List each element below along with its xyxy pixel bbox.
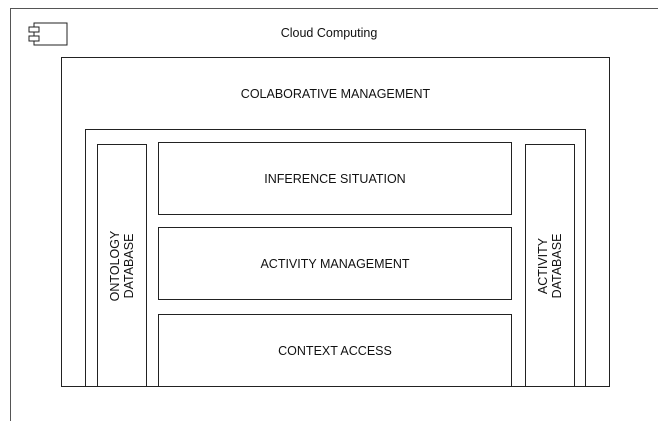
- cloud-computing-frame: [10, 8, 658, 421]
- context-access-label: CONTEXT ACCESS: [278, 343, 392, 358]
- activity-management-label: ACTIVITY MANAGEMENT: [260, 256, 410, 271]
- context-access-box: CONTEXT ACCESS: [158, 314, 512, 387]
- activity-database-box: ACTIVITY DATABASE: [525, 144, 575, 387]
- uml-component-icon: [28, 22, 68, 46]
- activity-database-label: ACTIVITY DATABASE: [536, 233, 564, 298]
- inference-situation-label: INFERENCE SITUATION: [264, 171, 406, 186]
- diagram-title: Cloud Computing: [280, 26, 378, 40]
- ontology-database-label: ONTOLOGY DATABASE: [108, 230, 136, 301]
- activity-management-box: ACTIVITY MANAGEMENT: [158, 227, 512, 300]
- ontology-database-box: ONTOLOGY DATABASE: [97, 144, 147, 387]
- inference-situation-box: INFERENCE SITUATION: [158, 142, 512, 215]
- colaborative-management-label: COLABORATIVE MANAGEMENT: [240, 87, 431, 101]
